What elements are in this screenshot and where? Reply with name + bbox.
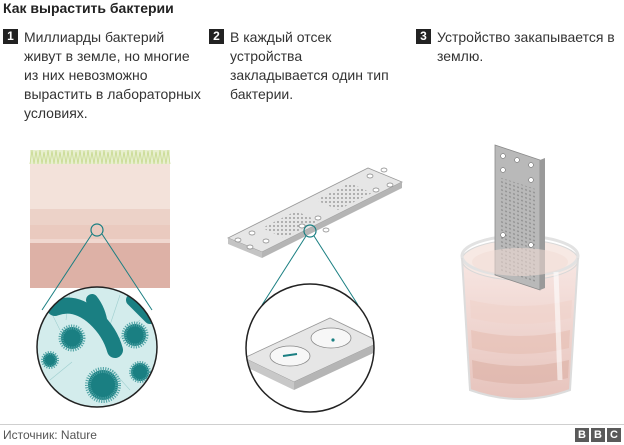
step-number-badge: 2 (209, 29, 224, 44)
zoom-line (41, 233, 93, 311)
step-1: 1 Миллиарды бактерий живут в земле, но м… (3, 28, 203, 123)
zoom-line (313, 235, 359, 306)
step-text: Устройство закапывается в землю. (437, 29, 615, 64)
logo-block: C (607, 428, 621, 442)
mesh-compartment (316, 183, 372, 210)
bacteria-sample (282, 353, 298, 357)
bacteria-magnified-view (36, 286, 158, 408)
rod-bacterium (126, 294, 156, 324)
compartment-well (310, 327, 352, 349)
soil-cross-section (29, 149, 171, 288)
bbc-logo: B B C (575, 428, 621, 442)
step-text: Миллиарды бактерий живут в земле, но мно… (24, 29, 201, 121)
plate-holes (234, 167, 394, 250)
step-2: 2 В каждый отсек устройства закладываетс… (209, 28, 389, 104)
plate-holes (500, 153, 534, 248)
zoom-line (261, 235, 307, 306)
round-bacterium (129, 361, 151, 383)
zoom-marker (90, 223, 104, 237)
source-credit: Источник: Nature (3, 428, 97, 442)
compartment-magnified-view (245, 283, 375, 413)
step-3: 3 Устройство закапывается в землю. (416, 28, 621, 66)
step-number-badge: 1 (3, 29, 18, 44)
mesh-compartment (262, 211, 318, 238)
step-number-badge: 3 (416, 29, 431, 44)
round-bacterium (41, 351, 59, 369)
logo-block: B (575, 428, 589, 442)
page-title: Как вырастить бактерии (3, 0, 174, 16)
illustration (29, 144, 580, 413)
zoom-marker (303, 224, 317, 238)
zoom-line (101, 233, 153, 311)
step-text: В каждый отсек устройства закладывается … (230, 29, 389, 102)
round-bacterium (85, 367, 121, 403)
round-bacterium (58, 324, 86, 352)
device-plate (227, 167, 403, 258)
logo-block: B (591, 428, 605, 442)
round-bacterium (121, 321, 149, 349)
rod-bacterium (86, 294, 108, 331)
bacteria-sample (331, 338, 335, 342)
grass (29, 149, 171, 165)
footer-divider (0, 424, 624, 425)
soil-container (460, 234, 580, 400)
